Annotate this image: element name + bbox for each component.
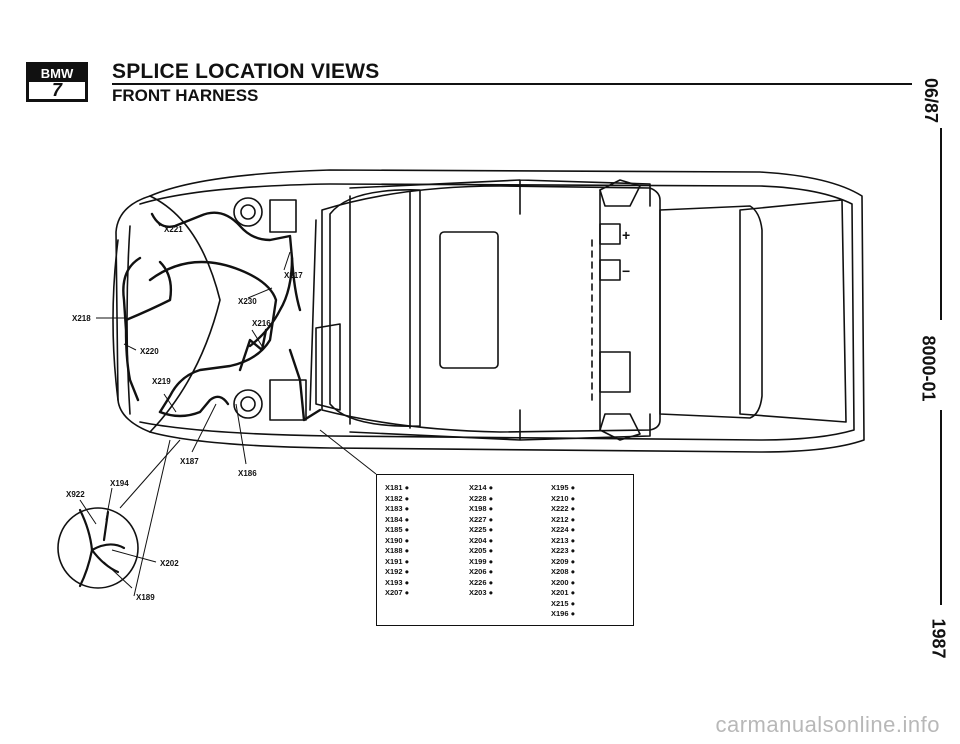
splice-entry: X193 ● xyxy=(385,577,410,587)
label-x216: X216 xyxy=(252,319,271,328)
splice-entry: X182 ● xyxy=(385,493,410,503)
splice-entry: X181 ● xyxy=(385,483,410,492)
watermark: carmanualsonline.info xyxy=(715,712,940,737)
label-x922: X922 xyxy=(66,490,85,499)
splice-entry: X214 ● xyxy=(469,483,494,492)
page-subtitle: FRONT HARNESS xyxy=(112,86,259,105)
splice-entry: X206 ● xyxy=(469,567,494,576)
splice-entry: X207 ● xyxy=(385,588,410,597)
splice-entry: X185 ● xyxy=(385,525,410,534)
splice-column-3: X195 ●X210 ●X222 ●X212 ●X224 ●X213 ●X223… xyxy=(551,483,575,620)
splice-entry: X200 ● xyxy=(551,577,576,587)
side-rule-upper xyxy=(940,128,942,320)
splice-entry: X210 ● xyxy=(551,493,576,503)
splice-entry: X190 ● xyxy=(385,535,410,545)
label-x221: X221 xyxy=(164,225,183,234)
splice-entry: X209 ● xyxy=(551,556,576,566)
splice-entry: X198 ● xyxy=(469,504,494,513)
splice-entry: X213 ● xyxy=(551,535,576,545)
splice-entry: X191 ● xyxy=(385,556,410,566)
title-rule xyxy=(112,83,912,85)
label-x230: X230 xyxy=(238,297,257,306)
battery-minus-symbol: − xyxy=(622,263,630,279)
splice-entry: X215 ● xyxy=(551,598,576,608)
splice-entry: X199 ● xyxy=(469,556,494,566)
side-rule-lower xyxy=(940,410,942,605)
logo-bmw-text: BMW xyxy=(29,65,85,82)
label-x189: X189 xyxy=(136,593,155,602)
label-x219: X219 xyxy=(152,377,171,386)
splice-column-1: X181 ●X182 ●X183 ●X184 ●X185 ●X190 ●X188… xyxy=(385,483,409,599)
battery-plus-symbol: + xyxy=(622,227,630,243)
splice-list-box: X181 ●X182 ●X183 ●X184 ●X185 ●X190 ●X188… xyxy=(376,474,634,626)
splice-entry: X195 ● xyxy=(551,483,576,492)
logo-series-number: 7 xyxy=(51,80,62,100)
splice-entry: X224 ● xyxy=(551,525,576,534)
splice-entry: X201 ● xyxy=(551,588,576,597)
splice-entry: X196 ● xyxy=(551,609,576,618)
label-x194: X194 xyxy=(110,479,129,488)
splice-entry: X226 ● xyxy=(469,577,494,587)
splice-entry: X203 ● xyxy=(469,588,494,597)
label-x186: X186 xyxy=(238,469,257,478)
label-x220: X220 xyxy=(140,347,159,356)
splice-entry: X227 ● xyxy=(469,514,494,524)
splice-entry: X222 ● xyxy=(551,504,576,513)
splice-entry: X208 ● xyxy=(551,567,576,576)
page-title: SPLICE LOCATION VIEWS xyxy=(112,60,380,83)
splice-entry: X228 ● xyxy=(469,493,494,503)
bmw-7-logo: BMW 7 xyxy=(26,62,88,102)
splice-entry: X204 ● xyxy=(469,535,494,545)
label-x218: X218 xyxy=(72,314,91,323)
splice-entry: X192 ● xyxy=(385,567,410,576)
splice-entry: X205 ● xyxy=(469,546,494,555)
label-x202: X202 xyxy=(160,559,179,568)
splice-entry: X223 ● xyxy=(551,546,576,555)
label-x217: X217 xyxy=(284,271,303,280)
splice-entry: X184 ● xyxy=(385,514,410,524)
label-x187: X187 xyxy=(180,457,199,466)
splice-entry: X183 ● xyxy=(385,504,410,513)
splice-entry: X212 ● xyxy=(551,514,576,524)
splice-column-2: X214 ●X228 ●X198 ●X227 ●X225 ●X204 ●X205… xyxy=(469,483,493,599)
splice-entry: X225 ● xyxy=(469,525,494,534)
splice-entry: X188 ● xyxy=(385,546,410,555)
